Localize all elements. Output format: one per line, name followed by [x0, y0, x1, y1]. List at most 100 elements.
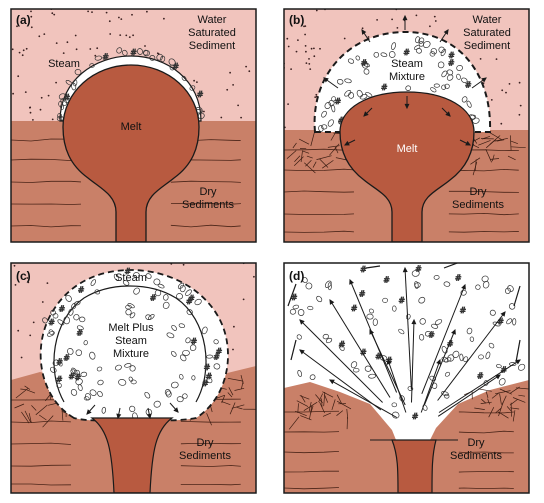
steam-label: Steam — [48, 58, 80, 70]
panel-label: (a) — [16, 13, 31, 27]
steam-bubble — [170, 350, 177, 357]
arrow-head — [495, 374, 501, 380]
steam-bubble — [50, 309, 56, 316]
sediment-dot — [26, 277, 29, 279]
clast-hash: # — [68, 372, 75, 381]
steam-bubble — [463, 356, 469, 363]
ejection-arrow — [299, 319, 383, 403]
steam-bubble — [206, 377, 213, 384]
fracture — [42, 415, 54, 428]
water-label-line2: Saturated — [463, 27, 511, 39]
sediment-dot — [39, 108, 42, 111]
sediment-dot — [519, 104, 522, 107]
sediment-dot — [232, 348, 234, 351]
clast-hash: # — [130, 48, 137, 57]
sediment-dot — [310, 47, 313, 50]
fracture — [488, 407, 495, 418]
stratum-line — [284, 450, 525, 454]
steam-bubble — [368, 308, 375, 314]
fracture — [334, 146, 339, 154]
steam-bubble — [189, 85, 196, 91]
sediment-dot — [163, 17, 165, 20]
clast-hash: # — [360, 265, 367, 274]
steam-bubble — [469, 336, 475, 342]
fracture — [501, 395, 507, 405]
fracture — [292, 142, 297, 149]
steam-bubble — [331, 104, 336, 113]
fracture — [310, 405, 314, 414]
fracture — [474, 407, 485, 410]
arrow-head — [329, 379, 335, 385]
sediment-dot — [55, 81, 57, 84]
sediment-dot — [109, 33, 112, 35]
fracture — [14, 403, 25, 409]
clast-hash: # — [213, 352, 220, 361]
clast-hash: # — [291, 293, 298, 302]
clast-hash: # — [172, 62, 179, 71]
melt-label: Melt — [121, 121, 142, 133]
arrow-head — [299, 349, 305, 355]
steam-bubble — [125, 309, 132, 316]
steam-bubble — [446, 69, 454, 76]
sediment-dot — [30, 26, 33, 29]
fracture — [518, 394, 526, 397]
steam-bubble — [168, 58, 176, 66]
steam-bubble — [63, 316, 70, 325]
clast-hash: # — [359, 290, 366, 299]
steam-bubble — [489, 309, 496, 316]
sediment-dot — [518, 81, 521, 84]
steam-bubble — [388, 51, 396, 58]
arrow-head — [349, 278, 354, 285]
steam-bubble — [73, 369, 80, 376]
fracture — [495, 407, 502, 414]
stratum-line — [11, 420, 252, 424]
panel-frame — [10, 262, 257, 494]
sediment-dot — [20, 356, 23, 359]
steam-bubble — [166, 332, 175, 339]
steam-bubble — [430, 87, 437, 93]
dry-sediment-layer — [284, 380, 529, 493]
steam-bubble — [481, 275, 489, 283]
sediment-dot — [240, 116, 243, 119]
sediment-dot — [308, 58, 310, 60]
steam-bubble — [213, 339, 219, 345]
fracture — [510, 402, 512, 417]
clast-hash: # — [204, 363, 211, 372]
sediment-dot — [30, 10, 32, 13]
arrow-head — [445, 111, 451, 117]
water-label-line2: Saturated — [188, 27, 236, 39]
arrow-head — [515, 359, 521, 365]
clast-hash: # — [360, 348, 367, 357]
sediment-dot — [91, 11, 93, 14]
sediment-dot — [13, 264, 16, 267]
steam-bubble — [327, 119, 334, 127]
arrow-head — [411, 318, 417, 325]
sediment-dot — [415, 14, 418, 17]
arrow-head — [361, 29, 367, 35]
fracture — [227, 377, 243, 382]
water-label-line1: Water — [473, 14, 502, 26]
steam-bubble — [169, 64, 175, 71]
steam-bubble — [47, 331, 55, 337]
sediment-dot — [495, 58, 498, 60]
sediment-dot — [343, 37, 346, 40]
steam-bubble — [316, 295, 323, 303]
fracture — [296, 400, 309, 407]
melt-body — [62, 64, 200, 242]
steam-bubble — [71, 367, 78, 375]
sediment-dot — [132, 34, 135, 37]
sediment-dot — [490, 99, 493, 101]
sediment-dot — [32, 321, 35, 324]
steam-bubble — [94, 55, 103, 61]
ejection-arrow — [299, 349, 382, 411]
fracture — [300, 415, 312, 421]
fracture — [227, 392, 233, 398]
arrow-head — [443, 29, 449, 35]
steam-bubble — [76, 325, 84, 331]
clast-hash: # — [460, 306, 467, 315]
sediment-dot — [41, 301, 44, 303]
fracture — [335, 157, 347, 161]
steam-bubble — [289, 308, 297, 315]
steam-bubble — [344, 90, 352, 97]
dry-label-line2: Sediments — [452, 199, 504, 211]
